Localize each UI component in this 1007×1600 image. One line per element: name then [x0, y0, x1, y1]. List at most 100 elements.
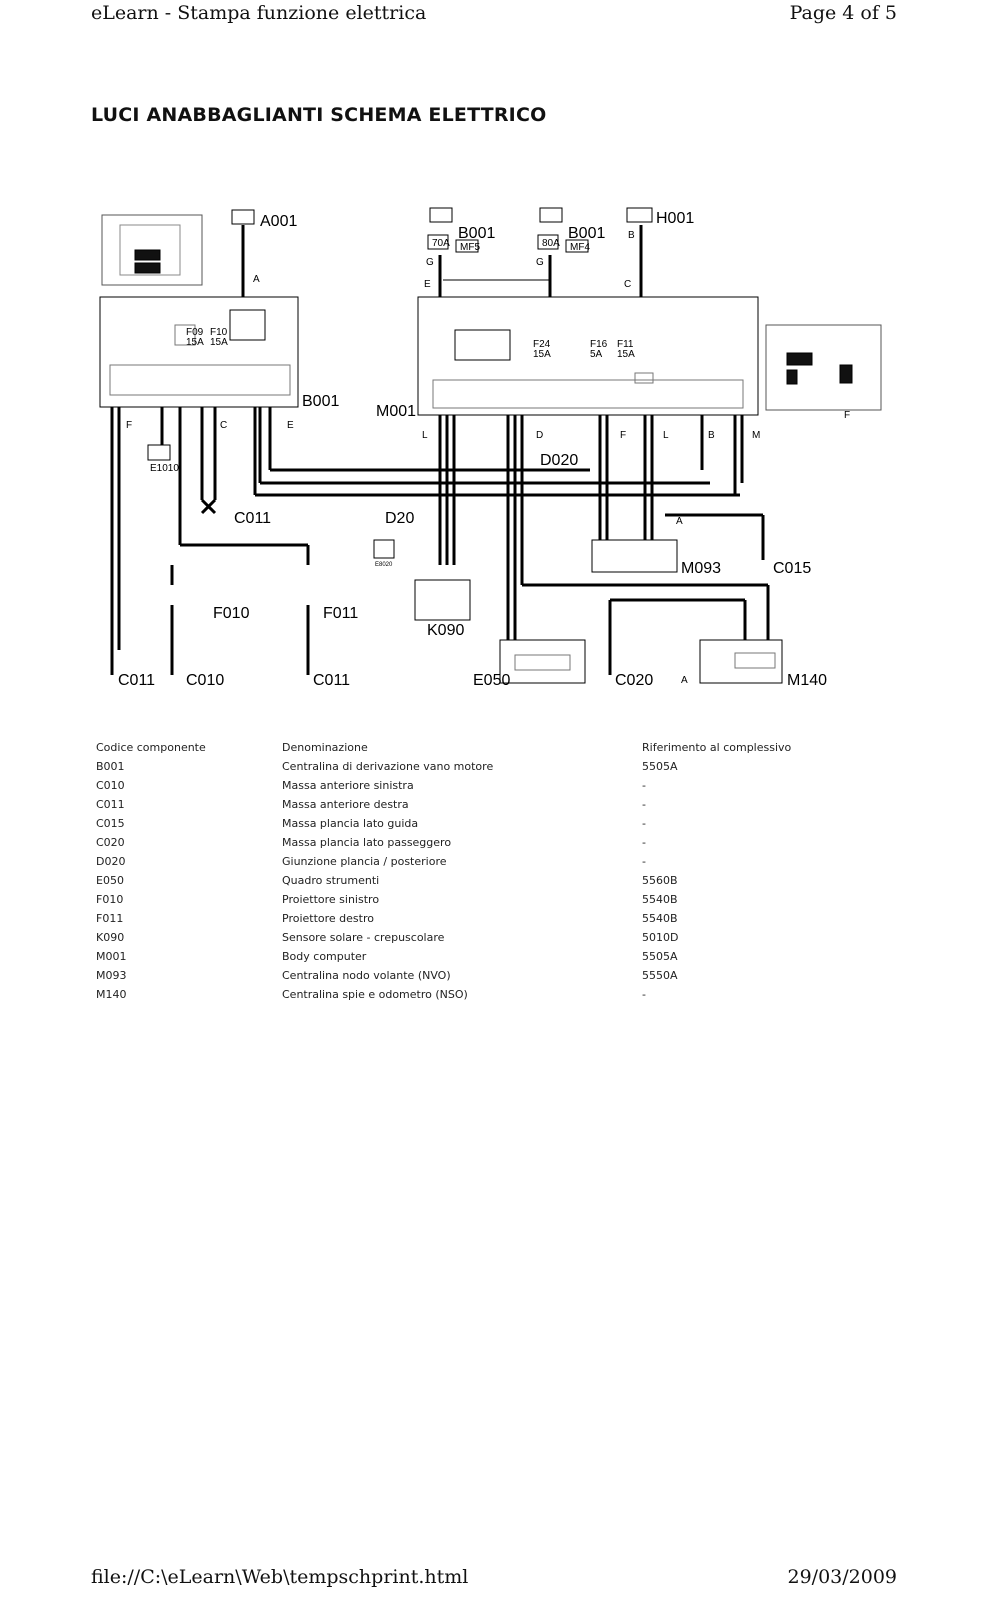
label-b001-2: B001: [568, 225, 605, 242]
pin-a-c020: A: [681, 675, 688, 686]
footer-url: file://C:\eLearn\Web\tempschprint.html: [91, 1566, 469, 1588]
label-f10-a: 15A: [210, 337, 228, 348]
pin-e: E: [287, 420, 294, 431]
table-row: E050 Quadro strumenti 5560B: [96, 871, 816, 890]
pin-a-m093: A: [676, 516, 683, 527]
label-e8020: E8020: [375, 562, 393, 568]
header-denominazione: Denominazione: [282, 741, 368, 754]
table-row: M140 Centralina spie e odometro (NSO) -: [96, 985, 816, 1004]
cell-name: Massa anteriore sinistra: [282, 779, 414, 792]
page-title: LUCI ANABBAGLIANTI SCHEMA ELETTRICO: [91, 104, 547, 126]
pin-e-m001: E: [424, 279, 431, 290]
footer-date: 29/03/2009: [787, 1566, 897, 1588]
pin-d: D: [536, 430, 543, 441]
label-f09-a: 15A: [186, 337, 204, 348]
table-row: F011 Proiettore destro 5540B: [96, 909, 816, 928]
label-mf5: MF5: [460, 242, 480, 253]
label-b001-3: B001: [302, 393, 339, 410]
pin-b-h001: B: [628, 230, 635, 241]
table-row: M001 Body computer 5505A: [96, 947, 816, 966]
label-c020: C020: [615, 672, 653, 689]
label-k090: K090: [427, 622, 464, 639]
table-row: C020 Massa plancia lato passeggero -: [96, 833, 816, 852]
cell-code: M140: [96, 988, 127, 1001]
cell-code: F011: [96, 912, 124, 925]
cell-ref: -: [642, 817, 646, 830]
cell-name: Centralina nodo volante (NVO): [282, 969, 451, 982]
pin-c: C: [220, 420, 227, 431]
pin-f-inset: F: [844, 410, 850, 421]
label-c011-right: C011: [313, 672, 350, 689]
label-f24-a: 15A: [533, 349, 551, 360]
label-f24: F24: [533, 339, 551, 350]
pin-l-2: L: [663, 430, 669, 441]
cell-name: Body computer: [282, 950, 367, 963]
label-a001: A001: [260, 213, 297, 230]
label-e050: E050: [473, 672, 510, 689]
cell-ref: -: [642, 779, 646, 792]
cell-code: C010: [96, 779, 125, 792]
cell-ref: -: [642, 988, 646, 1001]
pin-g-2: G: [536, 257, 544, 268]
wiring-diagram: A001 B001 B001 H001 B001 M001 D020 D20 C…: [99, 207, 882, 689]
label-f10: F10: [210, 327, 228, 338]
table-row: C015 Massa plancia lato guida -: [96, 814, 816, 833]
cell-ref: 5010D: [642, 931, 679, 944]
cell-ref: -: [642, 855, 646, 868]
cell-code: C020: [96, 836, 125, 849]
label-mf4: MF4: [570, 242, 590, 253]
label-70a: 70A: [432, 238, 450, 249]
cell-ref: 5550A: [642, 969, 678, 982]
label-m001: M001: [376, 403, 416, 420]
cell-name: Proiettore destro: [282, 912, 374, 925]
label-m140: M140: [787, 672, 827, 689]
pin-l-1: L: [422, 430, 428, 441]
cell-code: E050: [96, 874, 124, 887]
label-c011-top: C011: [234, 510, 271, 527]
label-c010: C010: [186, 672, 224, 689]
cell-code: M001: [96, 950, 127, 963]
label-d20: D20: [385, 510, 414, 527]
pin-f: F: [620, 430, 626, 441]
label-h001: H001: [656, 210, 694, 227]
cell-name: Quadro strumenti: [282, 874, 380, 887]
header-codice: Codice componente: [96, 741, 206, 754]
cell-name: Giunzione plancia / posteriore: [282, 855, 447, 868]
cell-code: C015: [96, 817, 125, 830]
label-f16-a: 5A: [590, 349, 603, 360]
header-riferimento: Riferimento al complessivo: [642, 741, 792, 754]
label-f16: F16: [590, 339, 608, 350]
cell-code: D020: [96, 855, 126, 868]
cell-code: C011: [96, 798, 125, 811]
cell-ref: 5505A: [642, 760, 678, 773]
cell-ref: 5505A: [642, 950, 678, 963]
label-b001-1: B001: [458, 225, 495, 242]
cell-code: F010: [96, 893, 124, 906]
label-f011: F011: [323, 605, 358, 622]
pin-f-left: F: [126, 420, 132, 431]
cell-ref: 5560B: [642, 874, 678, 887]
cell-code: M093: [96, 969, 127, 982]
cell-name: Centralina spie e odometro (NSO): [282, 988, 468, 1001]
table-row: F010 Proiettore sinistro 5540B: [96, 890, 816, 909]
cell-ref: -: [642, 836, 646, 849]
cell-name: Massa plancia lato guida: [282, 817, 419, 830]
label-m093: M093: [681, 560, 721, 577]
cell-ref: 5540B: [642, 912, 678, 925]
label-d020: D020: [540, 452, 578, 469]
pin-a-a001: A: [253, 274, 260, 285]
cell-name: Massa plancia lato passeggero: [282, 836, 452, 849]
cell-name: Proiettore sinistro: [282, 893, 380, 906]
table-row: M093 Centralina nodo volante (NVO) 5550A: [96, 966, 816, 985]
table-header: Codice componente Denominazione Riferime…: [96, 738, 816, 757]
label-e1010: E1010: [150, 463, 179, 474]
label-c015: C015: [773, 560, 811, 577]
cell-ref: 5540B: [642, 893, 678, 906]
label-f11-a: 15A: [617, 349, 635, 360]
cell-name: Massa anteriore destra: [282, 798, 409, 811]
cell-name: Sensore solare - crepuscolare: [282, 931, 445, 944]
cell-name: Centralina di derivazione vano motore: [282, 760, 494, 773]
component-table: Codice componente Denominazione Riferime…: [96, 738, 816, 1004]
